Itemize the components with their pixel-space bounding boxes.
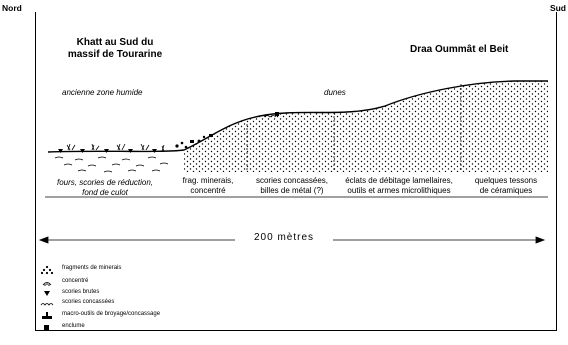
zone-left-label: ancienne zone humide	[62, 88, 143, 97]
grinding-tool-icon	[42, 312, 52, 319]
caption-section-5: quelques tessons de céramiques	[474, 176, 538, 195]
scale-text: 200 mètres	[247, 232, 321, 243]
place-left-line2: massif de Tourarine	[67, 49, 163, 60]
place-left-line1: Khatt au Sud du	[76, 37, 154, 48]
zone-right-label: dunes	[324, 88, 346, 97]
dune-fill	[184, 81, 548, 172]
wetland-vegetation	[66, 143, 165, 152]
raw-slag-markers	[58, 149, 157, 153]
crushed-slag-icon	[40, 303, 54, 306]
place-left-title: Khatt au Sud du massif de Tourarine	[50, 37, 180, 61]
diagram-frame	[35, 12, 557, 331]
ground-surface-line	[47, 80, 548, 153]
caption-section-1: fours, scories de réduction, fond de cul…	[56, 178, 154, 197]
scale-label: 200 mètres	[0, 232, 568, 243]
raw-slag-icon	[44, 291, 50, 296]
caption-section-4: éclats de débitage lamellaires, outils e…	[345, 176, 453, 195]
caption-section-3: scories concassées, billes de métal (?)	[255, 176, 329, 195]
scale-arrow	[38, 236, 546, 244]
anvil-icon	[44, 325, 49, 330]
caption-section-2: frag. minerais, concentré	[182, 176, 234, 195]
place-right-title: Draa Oummât el Beit	[410, 44, 509, 55]
mineral-fragments-icon	[40, 265, 54, 275]
section-separators	[246, 84, 462, 172]
wetland-water-marks	[54, 156, 169, 173]
slope-artefact-markers	[175, 112, 279, 149]
north-label: Nord	[2, 3, 22, 13]
south-label: Sud	[549, 3, 566, 13]
concentrate-icon	[42, 282, 52, 286]
